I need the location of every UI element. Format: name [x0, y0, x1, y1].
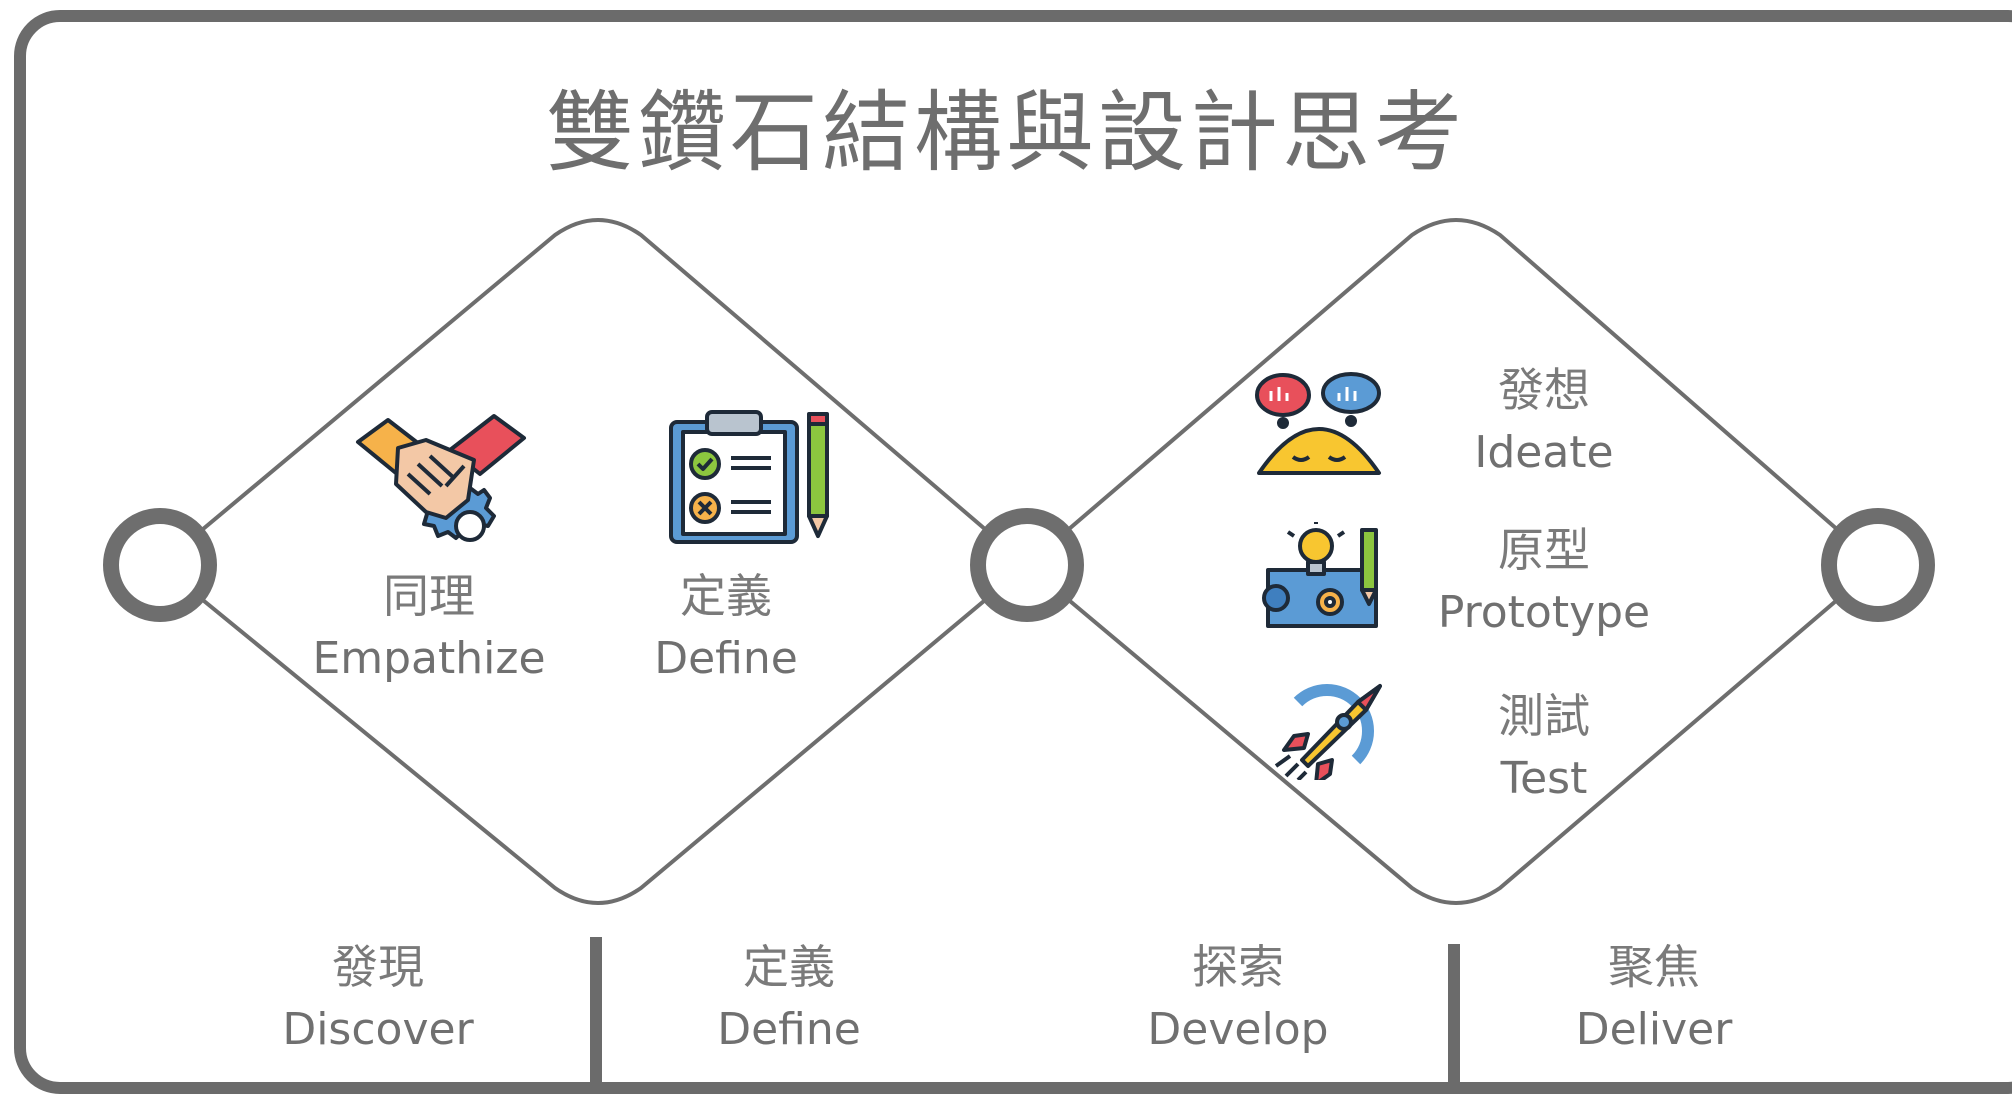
phase-discover-en: Discover: [282, 1004, 474, 1055]
clipboard-checklist-icon: [669, 410, 829, 544]
node-circle-end: [1821, 508, 1935, 622]
step-ideate-en: Ideate: [1474, 427, 1614, 478]
step-empathize-en: Empathize: [312, 633, 546, 684]
step-ideate-zh: 發想: [1498, 363, 1590, 417]
phase-discover-zh: 發現: [332, 940, 424, 994]
blueprint-lightbulb-icon: [1262, 522, 1378, 628]
phase-develop-zh: 探索: [1192, 940, 1284, 994]
thought-bubbles-icon: [1255, 372, 1381, 475]
step-test: 測試 Test: [1364, 693, 1724, 801]
step-prototype-zh: 原型: [1498, 523, 1590, 577]
phase-divider-right: [1448, 944, 1460, 1090]
diamond-left: [158, 218, 1029, 905]
step-empathize: 同理 Empathize: [249, 573, 609, 681]
node-circle-middle: [970, 508, 1084, 622]
step-define-zh: 定義: [680, 569, 772, 623]
step-prototype-en: Prototype: [1437, 587, 1651, 638]
phase-develop: 探索 Develop: [1058, 944, 1418, 1052]
handshake-gear-icon: [356, 414, 526, 542]
rocket-icon: [1274, 684, 1382, 780]
step-test-zh: 測試: [1498, 689, 1590, 743]
phase-define: 定義 Define: [609, 944, 969, 1052]
step-ideate: 發想 Ideate: [1364, 367, 1724, 475]
step-define: 定義 Define: [546, 573, 906, 681]
step-define-en: Define: [654, 633, 798, 684]
phase-define-zh: 定義: [743, 940, 835, 994]
phase-define-en: Define: [717, 1004, 861, 1055]
phase-deliver-en: Deliver: [1575, 1004, 1733, 1055]
phase-develop-en: Develop: [1147, 1004, 1329, 1055]
node-circle-start: [103, 508, 217, 622]
diagram-title: 雙鑽石結構與設計思考: [545, 81, 1466, 184]
phase-deliver: 聚焦 Deliver: [1474, 944, 1834, 1052]
step-test-en: Test: [1500, 753, 1588, 804]
step-prototype: 原型 Prototype: [1364, 527, 1724, 635]
phase-divider-left: [590, 937, 602, 1083]
phase-discover: 發現 Discover: [198, 944, 558, 1052]
step-empathize-zh: 同理: [383, 569, 475, 623]
phase-deliver-zh: 聚焦: [1608, 940, 1700, 994]
